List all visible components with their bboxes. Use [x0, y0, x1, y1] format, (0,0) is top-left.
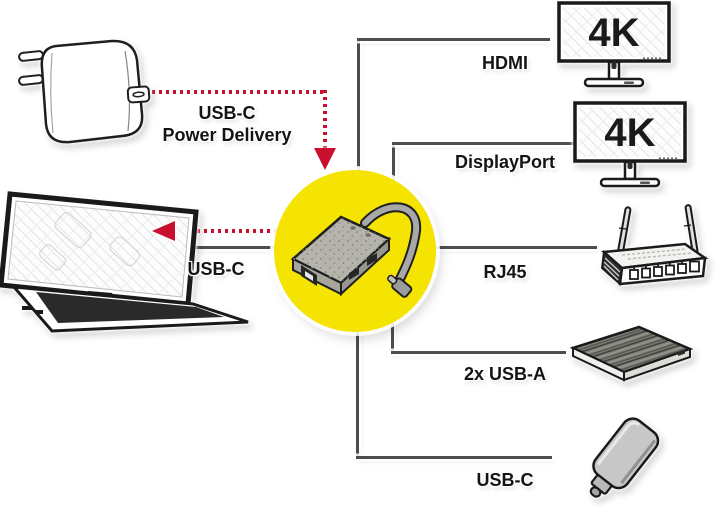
external-drive	[569, 325, 694, 382]
antenna-icon	[617, 206, 632, 253]
monitor-badge: 4K	[604, 111, 655, 155]
monitor-badge: 4K	[588, 11, 639, 55]
power-adapter	[18, 39, 151, 144]
usb-a-label: 2x USB-A	[463, 364, 547, 384]
usb-c-line	[356, 456, 552, 459]
usb-c-stick	[589, 417, 660, 498]
usb-a-port-icon	[367, 253, 377, 266]
usb-c-port-icon	[126, 85, 151, 104]
monitor-4k-displayport: 4K	[573, 101, 687, 188]
power-arrowhead-icon	[314, 148, 336, 170]
ethernet-ports-icon	[629, 260, 700, 280]
host-arrowhead-icon	[152, 221, 175, 241]
monitor-4k-hdmi: 4K	[557, 1, 671, 88]
power-dotted-line-h	[152, 90, 326, 94]
usb-c-trunk-line	[356, 318, 359, 459]
hdmi-label: HDMI	[482, 53, 528, 73]
drive-port-icon	[678, 349, 685, 356]
host-line	[150, 246, 290, 249]
usb-a-port-icon	[349, 267, 359, 280]
displayport-trunk-line	[392, 142, 395, 187]
usb-a-line	[391, 351, 566, 354]
usb-a-trunk-line	[391, 310, 394, 354]
host-usb-c-label: USB-C	[187, 259, 245, 279]
power-label-line1: USB-C	[198, 103, 256, 123]
usb-c-dock	[290, 202, 422, 298]
power-dotted-line-v	[323, 90, 327, 148]
router	[600, 204, 709, 287]
hdmi-trunk-line	[357, 38, 360, 178]
host-dotted-line	[176, 229, 278, 233]
displayport-label: DisplayPort	[454, 152, 556, 172]
power-label-line2: Power Delivery	[162, 125, 292, 145]
hdmi-line	[357, 38, 550, 41]
displayport-line	[392, 142, 575, 145]
laptop	[0, 191, 249, 333]
power-delivery-label: USB-C Power Delivery	[147, 102, 307, 146]
usb-c-label: USB-C	[476, 470, 534, 490]
rj45-label: RJ45	[483, 262, 527, 282]
rj45-line	[420, 246, 597, 249]
usb-c-plug-icon	[387, 274, 413, 298]
